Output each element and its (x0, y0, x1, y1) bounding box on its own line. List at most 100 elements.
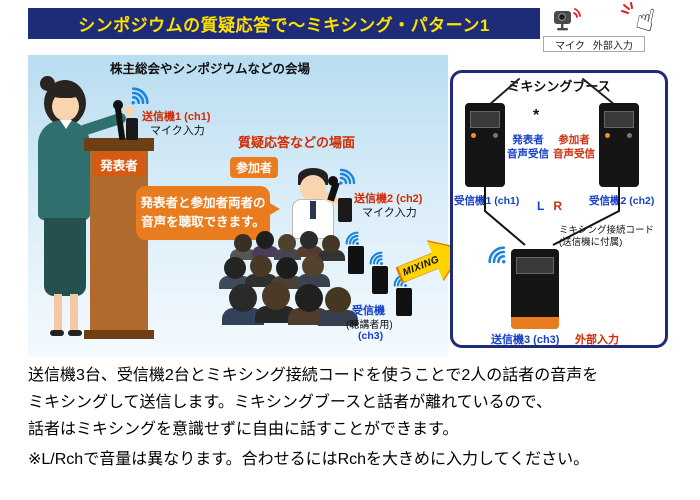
audience-shoulders (297, 274, 330, 287)
legend-box: マイク 外部入力 (543, 36, 645, 52)
mixing-booth-title: ミキシングブース (507, 79, 611, 94)
audience-shoulders (296, 246, 323, 257)
audience-receiver-device (348, 246, 364, 274)
transmitter3-screen (516, 257, 554, 274)
channel-r-label: R (553, 199, 563, 213)
wifi-signal-icon (488, 246, 506, 264)
rx2-role-line2: 音声受信 (553, 148, 595, 160)
audience-head (325, 287, 351, 313)
mic-label: マイク (555, 40, 585, 52)
description-block: 送信機3台、受信機2台とミキシング接続コードを使うことで2人の話者の音声を ミキ… (28, 362, 680, 473)
asterisk-note: * (533, 107, 540, 124)
presenter-badge: 発表者 (93, 152, 145, 176)
receiver2-button (627, 133, 632, 138)
audience-shoulders (318, 250, 345, 261)
audience-head (234, 234, 252, 252)
receiver2-screen (604, 111, 634, 128)
mixing-cord-icon (484, 187, 620, 246)
presenter-jacket (38, 120, 90, 220)
podium-top (84, 138, 154, 151)
podium-base (84, 330, 154, 339)
title-banner: シンポジウムの質疑応答で〜ミキシング・パターン1 (28, 8, 540, 39)
tx2-input-label: マイク入力 (362, 207, 417, 219)
tx3-label: 送信機3 (ch3) (491, 334, 560, 346)
audience-head (278, 234, 296, 252)
page-title: シンポジウムの質疑応答で〜ミキシング・パターン1 (78, 16, 490, 35)
rx1-role-line2: 音声受信 (507, 148, 549, 160)
presenter-leg (70, 294, 78, 332)
receiver1-label: 受信機1 (ch1) (454, 195, 520, 207)
audience-rx-label: 受信機 (352, 305, 385, 317)
receiver2-label: 受信機2 (ch2) (589, 195, 655, 207)
tap-marks-icon (621, 2, 633, 14)
signal-marks-icon (573, 8, 581, 18)
audience-shoulders (230, 249, 257, 260)
description-line: 話者はミキシングを意識せずに自由に話すことができます。 (28, 421, 459, 438)
cord-note-line2: (送信機に付属) (559, 237, 623, 248)
receiver2-device (599, 103, 639, 187)
audience-head (302, 255, 324, 277)
qa-caption: 質疑応答などの場面 (238, 135, 356, 150)
presenter-skirt (44, 218, 86, 296)
speech-bubble: 発表者と参加者両者の 音声を聴取できます。 (136, 186, 270, 240)
receiver1-screen (470, 111, 500, 128)
transmitter3-device (511, 249, 559, 329)
tx1-input-label: マイク入力 (150, 125, 205, 137)
participant-tie (310, 201, 316, 219)
wifi-signal-icon (369, 251, 383, 265)
audience-shoulders (252, 246, 279, 257)
presenter-fringe (50, 84, 81, 98)
venue-caption: 株主総会やシンポジウムなどの会場 (110, 62, 311, 76)
podium-body (90, 150, 148, 332)
rx1-role-label: 発表者 音声受信 (505, 133, 551, 161)
audience-shoulders (255, 306, 297, 323)
participant-badge-label: 参加者 (235, 161, 272, 175)
tx1-label: 送信機1 (ch1) (142, 111, 211, 123)
rx2-role-line1: 参加者 (558, 134, 590, 146)
rx1-role-line1: 発表者 (512, 134, 544, 146)
transmitter3-band (511, 317, 559, 329)
presenter-shoe (50, 330, 64, 336)
audience-head (295, 284, 323, 312)
cord-note-line1: ミキシング接続コード (559, 225, 655, 236)
audience-head (256, 231, 274, 249)
speech-bubble-line1: 発表者と参加者両者の (140, 196, 266, 210)
wifi-signal-icon (339, 168, 356, 185)
presenter-leg (54, 294, 62, 332)
podium-mic-head (113, 100, 123, 110)
transmitter1-device (126, 118, 138, 140)
cord-note: ミキシング接続コード (送信機に付属) (559, 225, 654, 249)
audience-head (224, 257, 246, 279)
receiver1-led (471, 133, 476, 138)
receiver1-device (465, 103, 505, 187)
mixing-booth-panel: ミキシングブース * 発表者 音声受信 参加者 音声受信 受 (450, 70, 668, 348)
audience-head (250, 255, 272, 277)
speech-bubble-tail (268, 202, 280, 216)
antenna-icon (488, 78, 616, 106)
audience-head (300, 231, 318, 249)
audience-rx-ch-label: (ch3) (358, 330, 384, 342)
description-line: ミキシングして送信します。ミキシングブースと話者が離れているので、 (28, 394, 553, 411)
presenter-badge-label: 発表者 (100, 158, 138, 173)
audience-receiver-device (372, 266, 388, 294)
audience-shoulders (222, 308, 264, 325)
audience-head (276, 257, 298, 279)
tx2-label: 送信機2 (ch2) (354, 193, 423, 205)
audience-head (229, 284, 257, 312)
participant-badge: 参加者 (230, 157, 278, 178)
presenter-hand (124, 106, 134, 116)
receiver1-button (493, 133, 498, 138)
rx2-role-label: 参加者 音声受信 (551, 133, 597, 161)
presenter-collar (60, 120, 72, 129)
wifi-signal-icon (131, 87, 149, 105)
receiver2-led (605, 133, 610, 138)
audience-receiver-device (396, 288, 412, 316)
speech-bubble-line2: 音声を聴取できます。 (141, 215, 265, 229)
audience-shoulders (318, 310, 358, 326)
audience-head (322, 235, 340, 253)
presenter-shoe (68, 330, 82, 336)
audience-head (262, 282, 290, 310)
transmitter2-device (338, 198, 352, 222)
